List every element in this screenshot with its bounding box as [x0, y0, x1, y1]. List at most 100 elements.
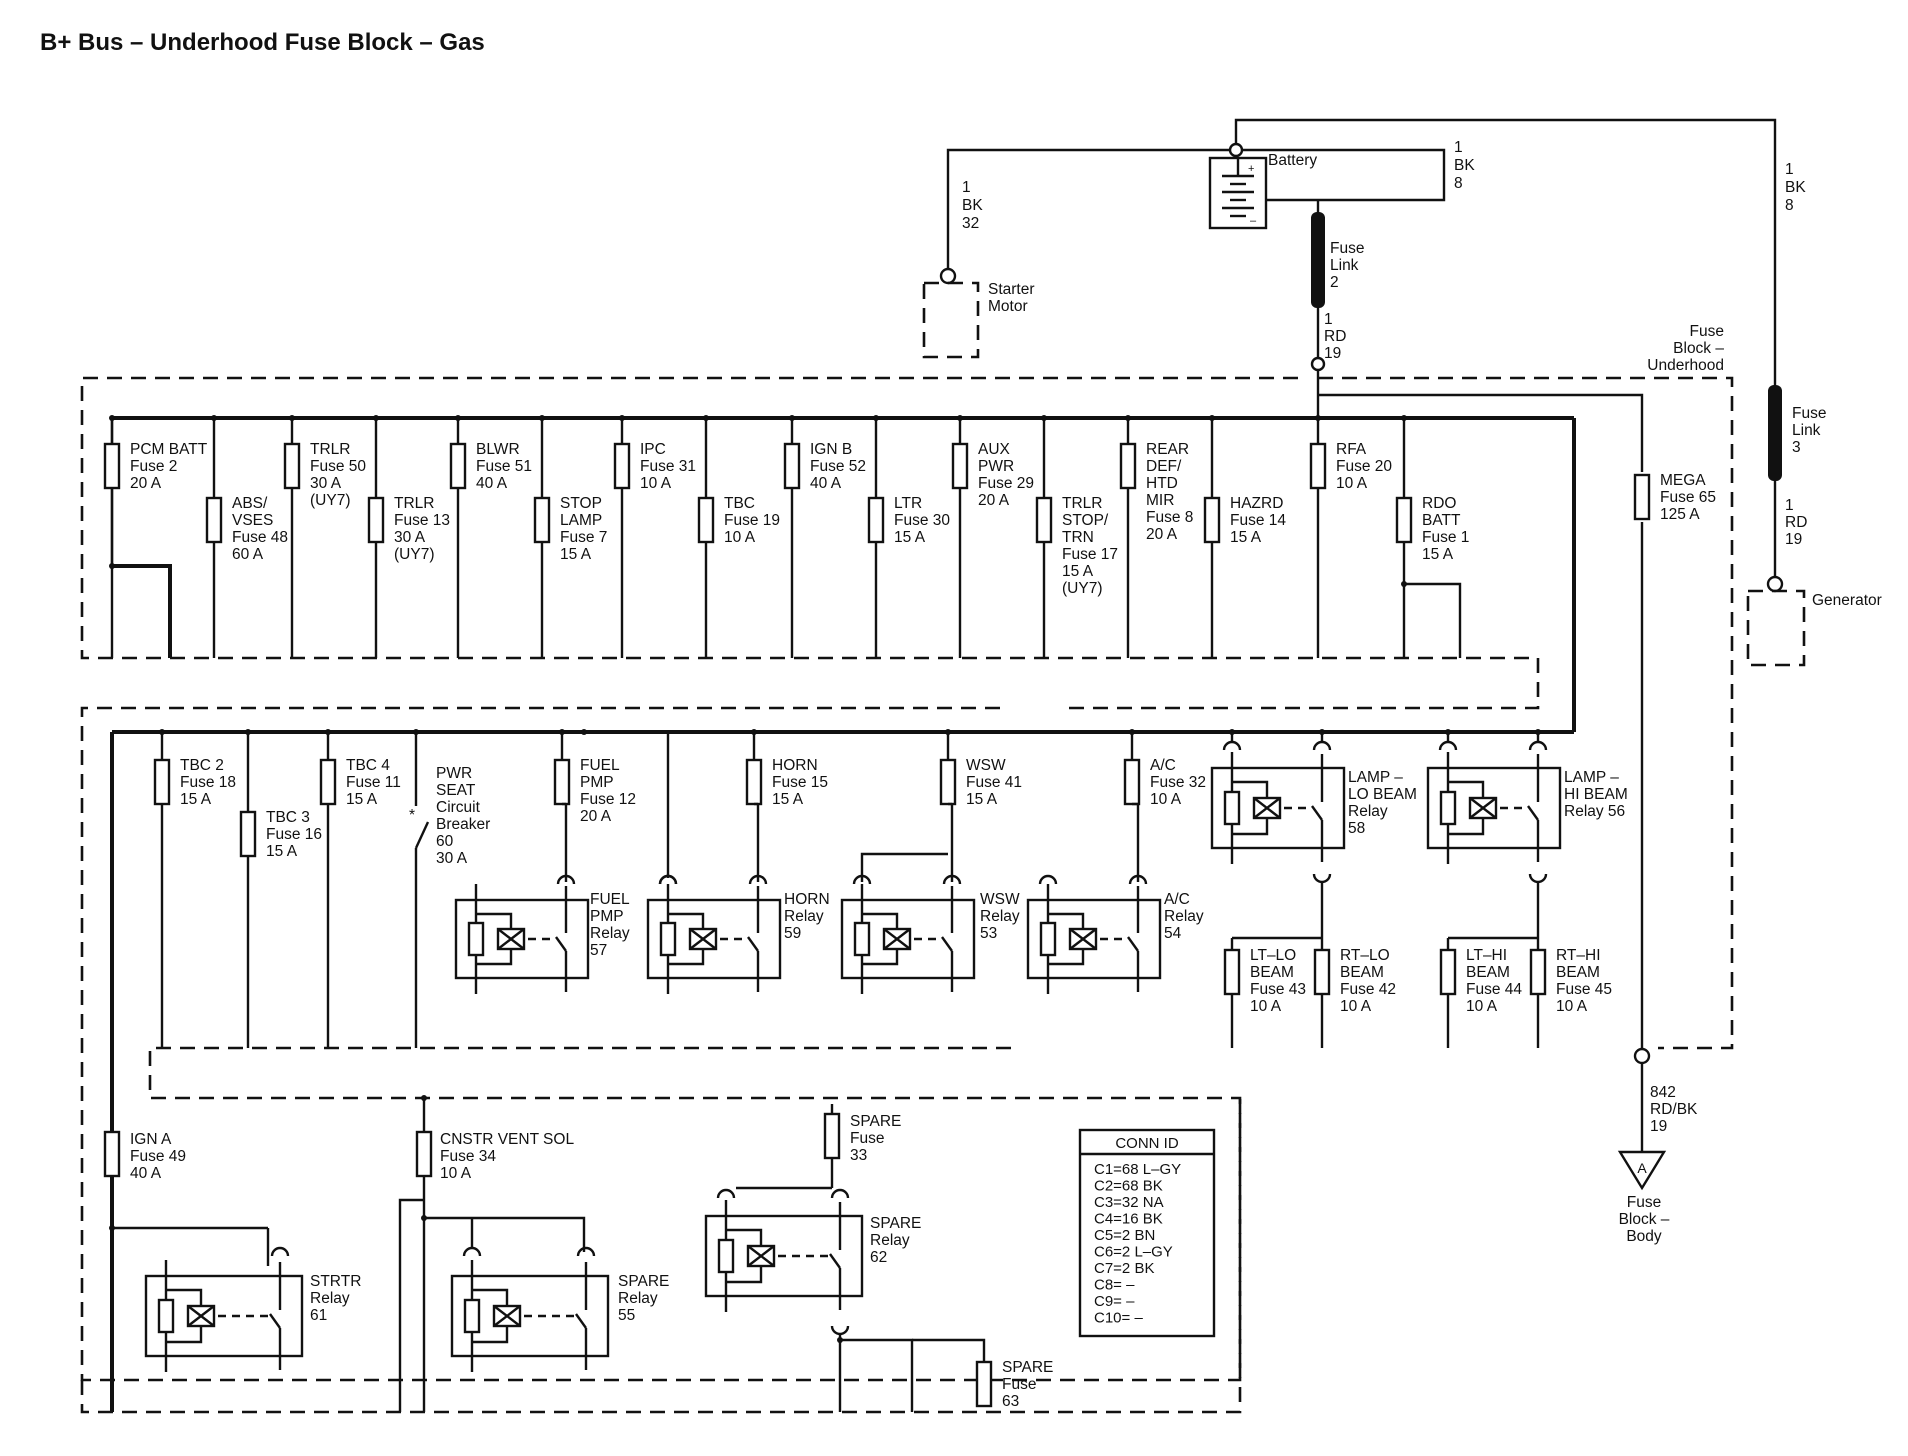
fuse-upper-11	[1035, 496, 1053, 544]
conn-id-row: C7=2 BK	[1094, 1260, 1154, 1277]
middle-fuse-block	[80, 418, 1576, 1412]
conn-id-row: C5=2 BN	[1094, 1227, 1155, 1244]
fuse-upper-1	[205, 496, 223, 544]
conn-id-row: C10= –	[1094, 1310, 1143, 1327]
fuse-middle-6	[939, 758, 957, 806]
fuse-upper-14	[1309, 442, 1327, 490]
fuse-lower-1	[415, 1130, 433, 1178]
fuse-upper-9	[867, 496, 885, 544]
relay-lower-1	[450, 1260, 610, 1372]
fuse-upper-13	[1203, 496, 1221, 544]
fuse-middle-2	[319, 758, 337, 806]
fuse-block-body-letter: A	[1637, 1160, 1647, 1176]
fuse-lower-3	[975, 1360, 993, 1408]
relay-middle-3	[1026, 884, 1162, 994]
fuse-upper-12	[1119, 442, 1137, 490]
conn-id-row: C8= –	[1094, 1277, 1135, 1294]
conn-id-row: C4=16 BK	[1094, 1211, 1163, 1228]
conn-id-row: C3=32 NA	[1094, 1194, 1164, 1211]
fuse-lower-2	[823, 1112, 841, 1160]
conn-id-row: C1=68 L–GY	[1094, 1161, 1181, 1178]
generator	[1746, 589, 1806, 667]
conn-id-header: CONN ID	[1115, 1135, 1179, 1152]
relay-middle-5	[1426, 752, 1562, 864]
fuse-upper-10	[951, 442, 969, 490]
fuse-upper-15	[1395, 496, 1413, 544]
fuse-middle-1	[239, 810, 257, 858]
fuse-middle-11	[1529, 948, 1547, 996]
fuse-middle-9	[1313, 948, 1331, 996]
fuse-upper-4	[449, 442, 467, 490]
fuse-upper-3	[367, 496, 385, 544]
fuse-middle-7	[1123, 758, 1141, 806]
fuse-upper-2	[283, 442, 301, 490]
fuse-upper-6	[613, 442, 631, 490]
relay-middle-2	[840, 884, 976, 994]
relay-lower-2	[704, 1200, 864, 1312]
fuse-mega-65	[1633, 473, 1651, 521]
relay-lower-0	[144, 1260, 304, 1372]
starter-motor	[922, 281, 980, 359]
conn-id-row: C2=68 BK	[1094, 1178, 1163, 1195]
battery-minus: –	[1250, 215, 1257, 227]
generator-label: Generator	[1812, 592, 1882, 609]
fuse-lower-0	[103, 1130, 121, 1178]
conn-id-row: C6=2 L–GY	[1094, 1244, 1173, 1261]
circuit-breaker-star: *	[409, 807, 415, 824]
fuse-upper-5	[533, 496, 551, 544]
diagram-title: B+ Bus – Underhood Fuse Block – Gas	[40, 29, 485, 56]
conn-id-row: C9= –	[1094, 1293, 1135, 1310]
